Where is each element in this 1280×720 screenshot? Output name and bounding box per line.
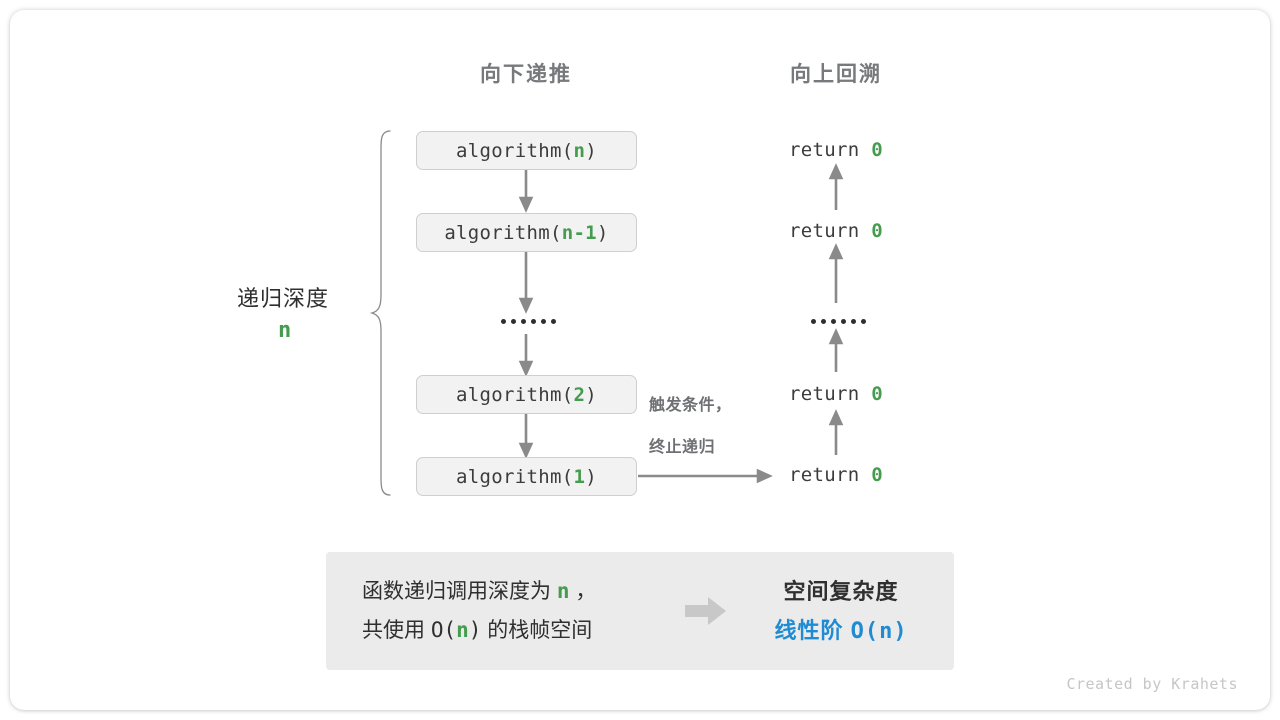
space-complexity-value: 线性阶 O(n)	[746, 611, 936, 651]
summary-line1-text-a: 函数递归调用深度为	[362, 580, 551, 603]
summary-line1-text-b: ，	[575, 580, 597, 603]
complexity-bigo: O(n)	[850, 619, 908, 644]
return-keyword: return	[789, 139, 860, 161]
complexity-order-label: 线性阶	[774, 618, 844, 643]
call-box-suffix: )	[596, 221, 609, 244]
return-keyword: return	[789, 383, 860, 405]
recursion-depth-label: 递归深度	[237, 286, 330, 311]
summary-line2-var: n	[456, 618, 469, 642]
call-box-arg: n	[573, 139, 586, 162]
call-box-prefix: algorithm(	[456, 383, 574, 406]
call-box-n[interactable]: algorithm(n)	[416, 131, 637, 170]
return-label-2: return 0	[757, 220, 915, 242]
return-keyword: return	[789, 220, 860, 242]
summary-left-line2: 共使用 O(n) 的栈帧空间	[362, 611, 596, 650]
ellipsis-left-icon	[501, 319, 556, 324]
call-box-n-minus-1[interactable]: algorithm(n-1)	[416, 213, 637, 252]
space-complexity-title: 空间复杂度	[783, 579, 899, 604]
credit-text: Created by Krahets	[1066, 675, 1238, 693]
call-box-2[interactable]: algorithm(2)	[416, 375, 637, 414]
recursion-depth-value: n	[278, 318, 292, 343]
summary-right-text: 空间复杂度 线性阶 O(n)	[746, 572, 936, 651]
return-keyword: return	[789, 464, 860, 486]
call-box-1[interactable]: algorithm(1)	[416, 457, 637, 496]
summary-line2-bigo-open: O(	[430, 618, 457, 642]
call-box-prefix: algorithm(	[456, 465, 574, 488]
summary-left-line1: 函数递归调用深度为 n ，	[362, 572, 596, 611]
terminate-note-line2: 终止递归	[649, 439, 716, 456]
summary-panel: 函数递归调用深度为 n ， 共使用 O(n) 的栈帧空间 空间复杂度 线性阶 O…	[326, 552, 954, 670]
call-box-prefix: algorithm(	[444, 221, 562, 244]
return-value: 0	[871, 139, 883, 161]
summary-line2-bigo-close: )	[468, 618, 482, 642]
header-recurse-down: 向下递推	[480, 63, 572, 86]
header-backtrack-up: 向上回溯	[790, 63, 882, 86]
call-box-suffix: )	[585, 139, 597, 162]
call-box-suffix: )	[585, 465, 597, 488]
summary-line1-var: n	[556, 579, 570, 603]
implies-arrow-icon	[685, 597, 726, 625]
call-box-arg: 2	[573, 383, 586, 406]
terminate-note-line1: 触发条件，	[649, 397, 732, 414]
summary-left-text: 函数递归调用深度为 n ， 共使用 O(n) 的栈帧空间	[362, 572, 596, 650]
return-label-1: return 0	[757, 139, 915, 161]
return-label-4: return 0	[757, 464, 915, 486]
call-box-prefix: algorithm(	[456, 139, 574, 162]
return-value: 0	[871, 220, 883, 242]
call-box-arg: n-1	[561, 221, 597, 244]
return-label-3: return 0	[757, 383, 915, 405]
call-box-arg: 1	[573, 465, 586, 488]
call-box-suffix: )	[585, 383, 597, 406]
summary-line2-text-a: 共使用	[362, 619, 425, 642]
summary-line2-text-b: 的栈帧空间	[487, 619, 593, 642]
return-value: 0	[871, 464, 883, 486]
return-value: 0	[871, 383, 883, 405]
ellipsis-right-icon	[811, 319, 866, 324]
